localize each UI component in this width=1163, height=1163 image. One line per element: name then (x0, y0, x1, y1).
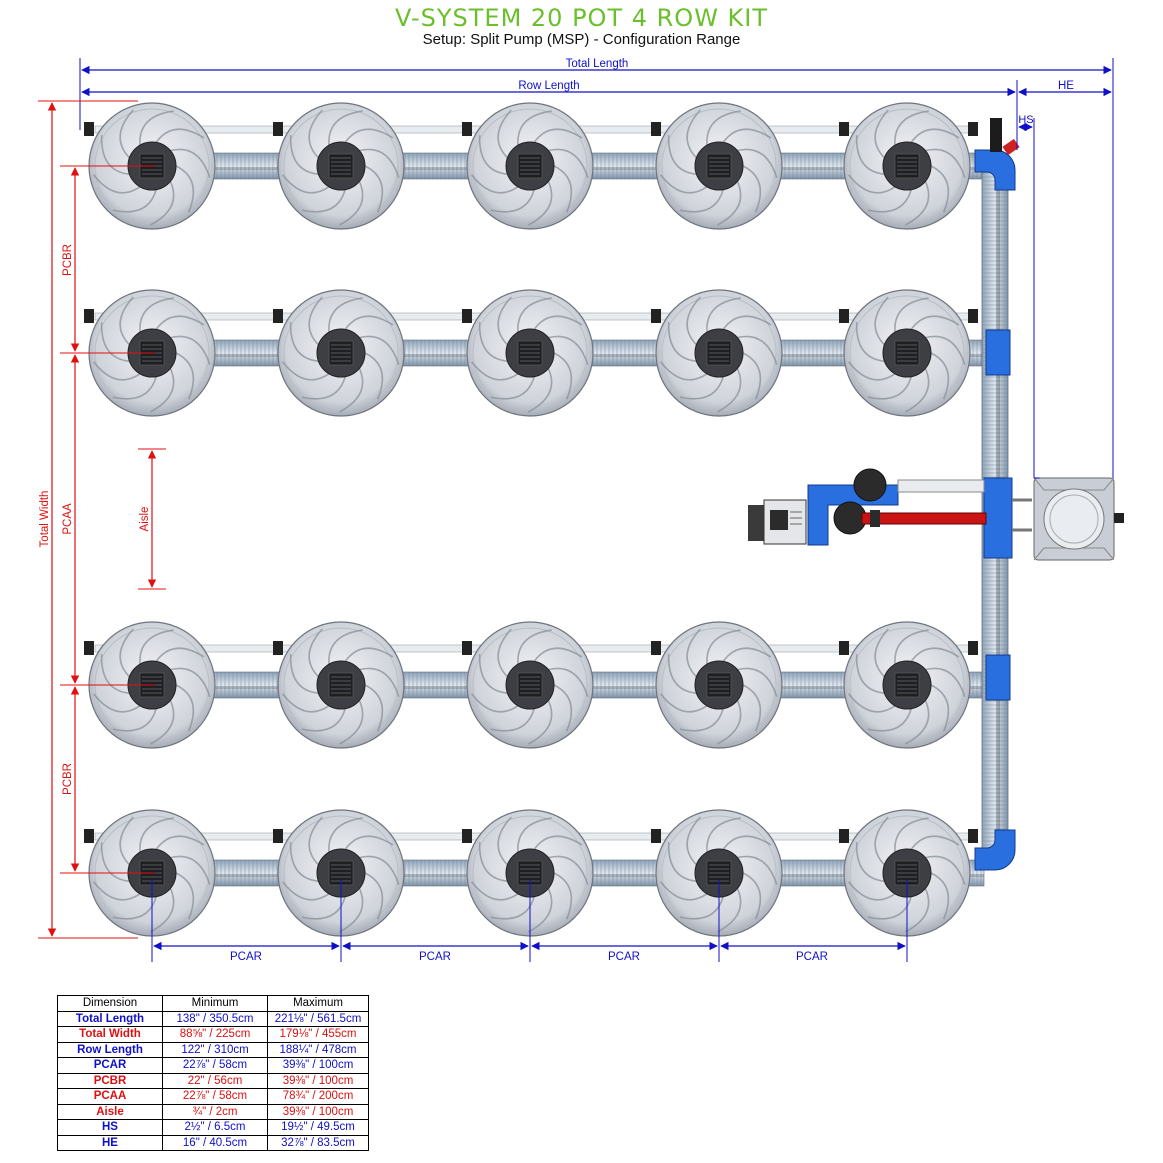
total-length-label: Total Length (566, 58, 629, 70)
pcar-label-4: PCAR (796, 951, 828, 963)
pcar-label-2: PCAR (419, 951, 451, 963)
table-cell-name: PCAR (57, 1057, 163, 1074)
table-cell-min: 22⅞" / 58cm (162, 1057, 268, 1074)
table-cell-name: HS (57, 1119, 163, 1136)
table-cell-max: 179⅛" / 455cm (267, 1026, 369, 1043)
pot (462, 809, 594, 937)
column-header: Maximum (267, 995, 369, 1012)
he-label: HE (1058, 80, 1074, 92)
table-cell-min: ¾" / 2cm (162, 1103, 268, 1120)
table-cell-max: 39⅜" / 100cm (267, 1057, 369, 1074)
table-cell-max: 39⅜" / 100cm (267, 1072, 369, 1089)
pot (651, 809, 783, 937)
table-cell-max: 19½" / 49.5cm (267, 1119, 369, 1136)
table-cell-name: PCAA (57, 1088, 163, 1105)
pot (839, 102, 971, 230)
diagram-title: V-SYSTEM 20 POT 4 ROW KIT (394, 4, 769, 32)
table-cell-max: 221⅛" / 561.5cm (267, 1010, 369, 1027)
table-cell-name: Row Length (57, 1041, 163, 1058)
pot (839, 289, 971, 417)
table-cell-max: 78¾" / 200cm (267, 1088, 369, 1105)
table-cell-name: PCBR (57, 1072, 163, 1089)
dimension-lines (38, 58, 1114, 962)
column-header: Dimension (57, 995, 163, 1012)
total-width-label: Total Width (39, 491, 51, 548)
table-cell-name: Total Width (57, 1026, 163, 1043)
table-cell-min: 122" / 310cm (162, 1041, 268, 1058)
table-cell-min: 88⅝" / 225cm (162, 1026, 268, 1043)
pcbr-top-label: PCBR (62, 244, 74, 276)
pot (651, 289, 783, 417)
hs-label: HS (1018, 114, 1033, 126)
pot (651, 621, 783, 749)
row-length-label: Row Length (518, 80, 579, 92)
table-cell-min: 22" / 56cm (162, 1072, 268, 1089)
system-layout-diagram: Total Length Row Length HE HS Total Widt… (38, 58, 1124, 963)
pot (273, 289, 405, 417)
table-cell-name: Aisle (57, 1103, 163, 1120)
pot (839, 621, 971, 749)
pot (839, 809, 971, 937)
pot (462, 621, 594, 749)
pcaa-label: PCAA (62, 503, 74, 535)
table-cell-name: Total Length (57, 1010, 163, 1027)
reservoir-tank (1012, 477, 1124, 561)
diagram-subtitle: Setup: Split Pump (MSP) - Configuration … (422, 31, 741, 48)
pcar-label-1: PCAR (230, 951, 262, 963)
pot (273, 809, 405, 937)
aisle-label: Aisle (139, 507, 151, 532)
table-cell-min: 2½" / 6.5cm (162, 1119, 268, 1136)
pots (84, 102, 971, 937)
table-header-row: Dimension Minimum Maximum (57, 995, 369, 1012)
pcbr-bottom-label: PCBR (62, 763, 74, 795)
table-cell-min: 138" / 350.5cm (162, 1010, 268, 1027)
table-cell-max: 32⅞" / 83.5cm (267, 1134, 369, 1151)
table-cell-name: HE (57, 1134, 163, 1151)
pcar-label-3: PCAR (608, 951, 640, 963)
table-cell-max: 188¼" / 478cm (267, 1041, 369, 1058)
column-header: Minimum (162, 995, 268, 1012)
manifold-pipe (974, 118, 1020, 871)
pump-assembly (748, 468, 987, 546)
pot (462, 289, 594, 417)
pot (273, 102, 405, 230)
table-cell-min: 16" / 40.5cm (162, 1134, 268, 1151)
table-cell-max: 39⅜" / 100cm (267, 1103, 369, 1120)
pot (273, 621, 405, 749)
pot (462, 102, 594, 230)
pot (651, 102, 783, 230)
table-cell-min: 22⅞" / 58cm (162, 1088, 268, 1105)
